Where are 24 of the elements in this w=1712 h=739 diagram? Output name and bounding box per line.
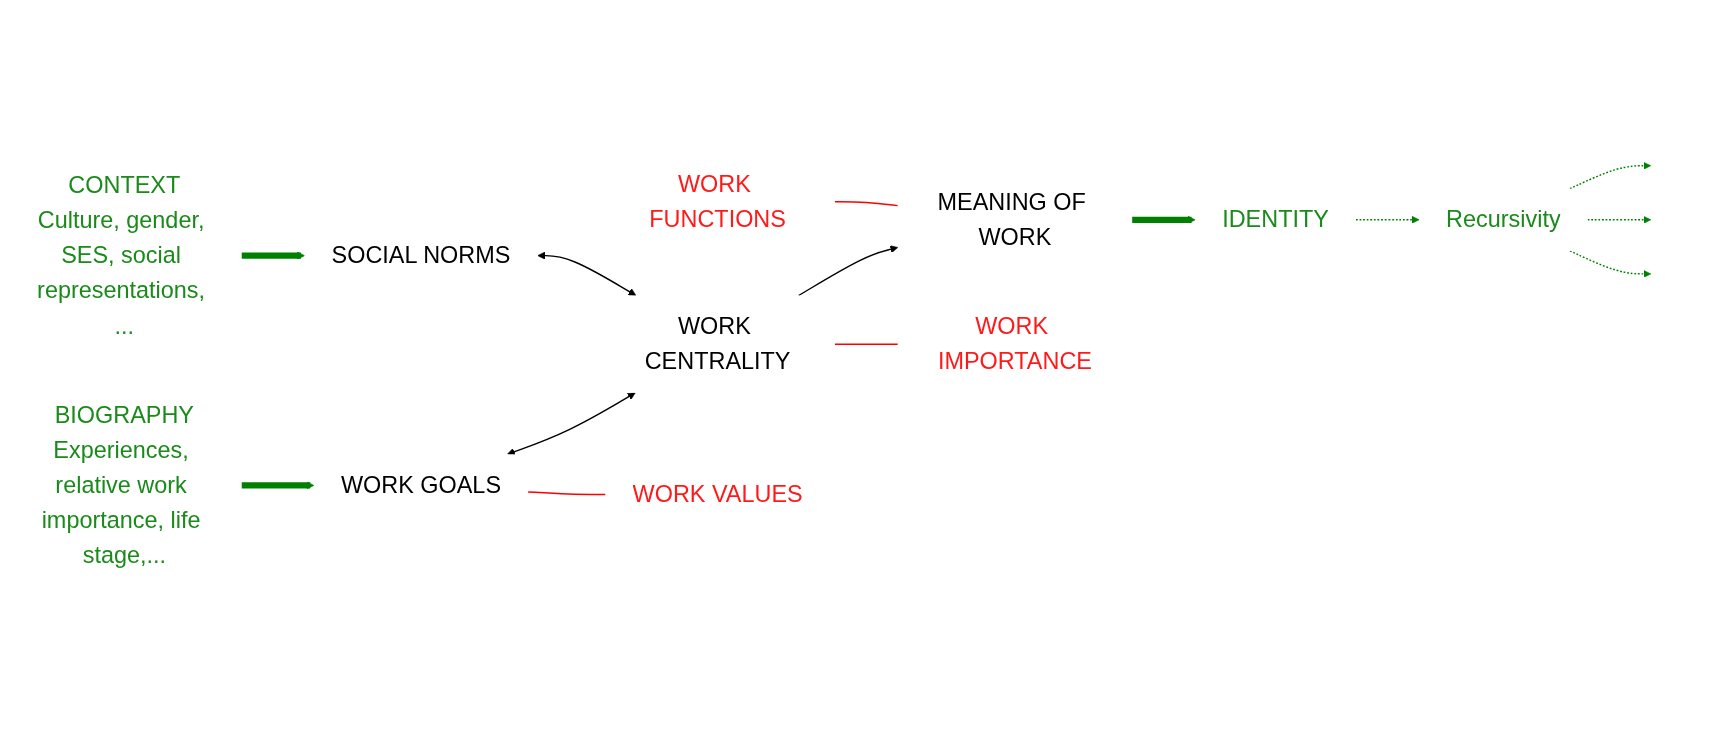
connector [527, 491, 607, 496]
node-text: IDENTITY [1222, 205, 1329, 233]
arrow [1586, 215, 1652, 224]
arrow [798, 245, 899, 297]
node-text: WORK GOALS [340, 471, 502, 499]
arrow [1569, 250, 1652, 278]
node-text: Recursivity [1446, 205, 1561, 233]
arrow [507, 392, 636, 456]
node-text: SOCIAL NORMS [331, 241, 511, 269]
node-text: CONTEXT Culture, gender, SES, social representations, ... [37, 171, 206, 339]
node-text: WORK VALUES [632, 480, 803, 508]
arrow [241, 481, 315, 490]
connector [834, 343, 899, 345]
arrow [1132, 215, 1196, 224]
node-text: WORK CENTRALITY [644, 312, 791, 375]
arrow [241, 251, 305, 260]
node-text: WORK FUNCTIONS [649, 170, 786, 233]
arrow [1569, 161, 1652, 190]
node-text: WORK IMPORTANCE [937, 312, 1092, 375]
node-text: MEANING OF WORK [937, 188, 1086, 251]
arrow [537, 251, 637, 296]
arrow [1355, 215, 1420, 224]
node-text: BIOGRAPHY Experiences, relative work importance, life stage,... [41, 401, 201, 569]
connector [834, 201, 899, 207]
